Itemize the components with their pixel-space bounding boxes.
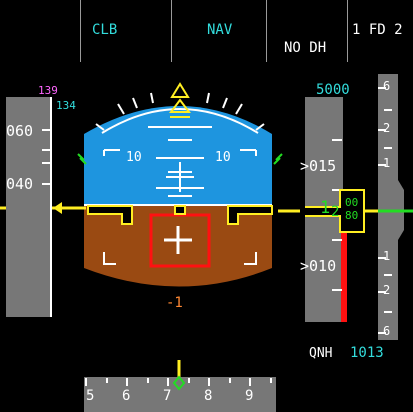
altitude-drum-upper: 00 [345,196,359,209]
vs-label-1-down: 1 [383,249,391,263]
bank-limit-marks [77,153,283,165]
heading-label-5: 5 [86,388,95,404]
pitch-ladder [103,139,257,197]
vs-label-2-down: 2 [383,283,391,297]
altitude-tick-010: >010 [300,257,337,275]
altitude-low-limit-bar [341,222,347,322]
altitude-hundreds: 1 [320,198,331,218]
fma-column-vertical [81,0,172,62]
vs-label-6-down: 6 [383,324,391,338]
vs-label-6-up: 6 [383,79,391,93]
fma-minimums: NO DH [284,40,327,56]
vs-label-1-up: 1 [383,156,391,170]
bank-index [169,98,191,113]
speed-target-magenta: 139 [38,84,58,97]
heading-label-7: 7 [163,388,172,404]
roll-pointer [170,82,190,98]
baro-value: 1013 [350,345,384,361]
roll-scale [95,92,265,134]
speed-tick-040: 040 [6,175,34,193]
altitude-tens: 2 [331,204,340,220]
heading-label-9: 9 [245,388,254,404]
heading-tape [84,377,276,412]
pitch-label-left: 10 [126,150,142,165]
heading-label-8: 8 [204,388,213,404]
ground-marks [103,252,257,265]
speed-tick-060: 060 [6,122,34,140]
speed-current-cyan: 134 [56,99,76,112]
vs-label-2-up: 2 [383,121,391,135]
altitude-tick-015: >015 [300,157,337,175]
speed-tape [6,97,51,317]
fma-column-thrust [0,0,81,62]
aircraft-symbol [87,205,273,225]
fma-column-lateral [172,0,267,62]
altitude-drum-lower: 80 [345,209,359,222]
fma-thrust-mode: CLB [92,22,118,38]
selected-altitude: 5000 [316,82,350,98]
speed-index-arrow [53,202,62,214]
heading-label-6: 6 [122,388,131,404]
fma-lateral-mode: NAV [207,22,233,38]
sideslip-readout: -1 [166,295,183,311]
pitch-label-right: 10 [215,150,231,165]
fma-engagement-status: 1 FD 2 [352,22,403,38]
flight-director-bars [166,162,194,192]
track-diamond [172,375,186,391]
fma-column-approach [267,0,348,62]
flight-path-cross [164,226,192,254]
baro-label: QNH [309,346,333,361]
